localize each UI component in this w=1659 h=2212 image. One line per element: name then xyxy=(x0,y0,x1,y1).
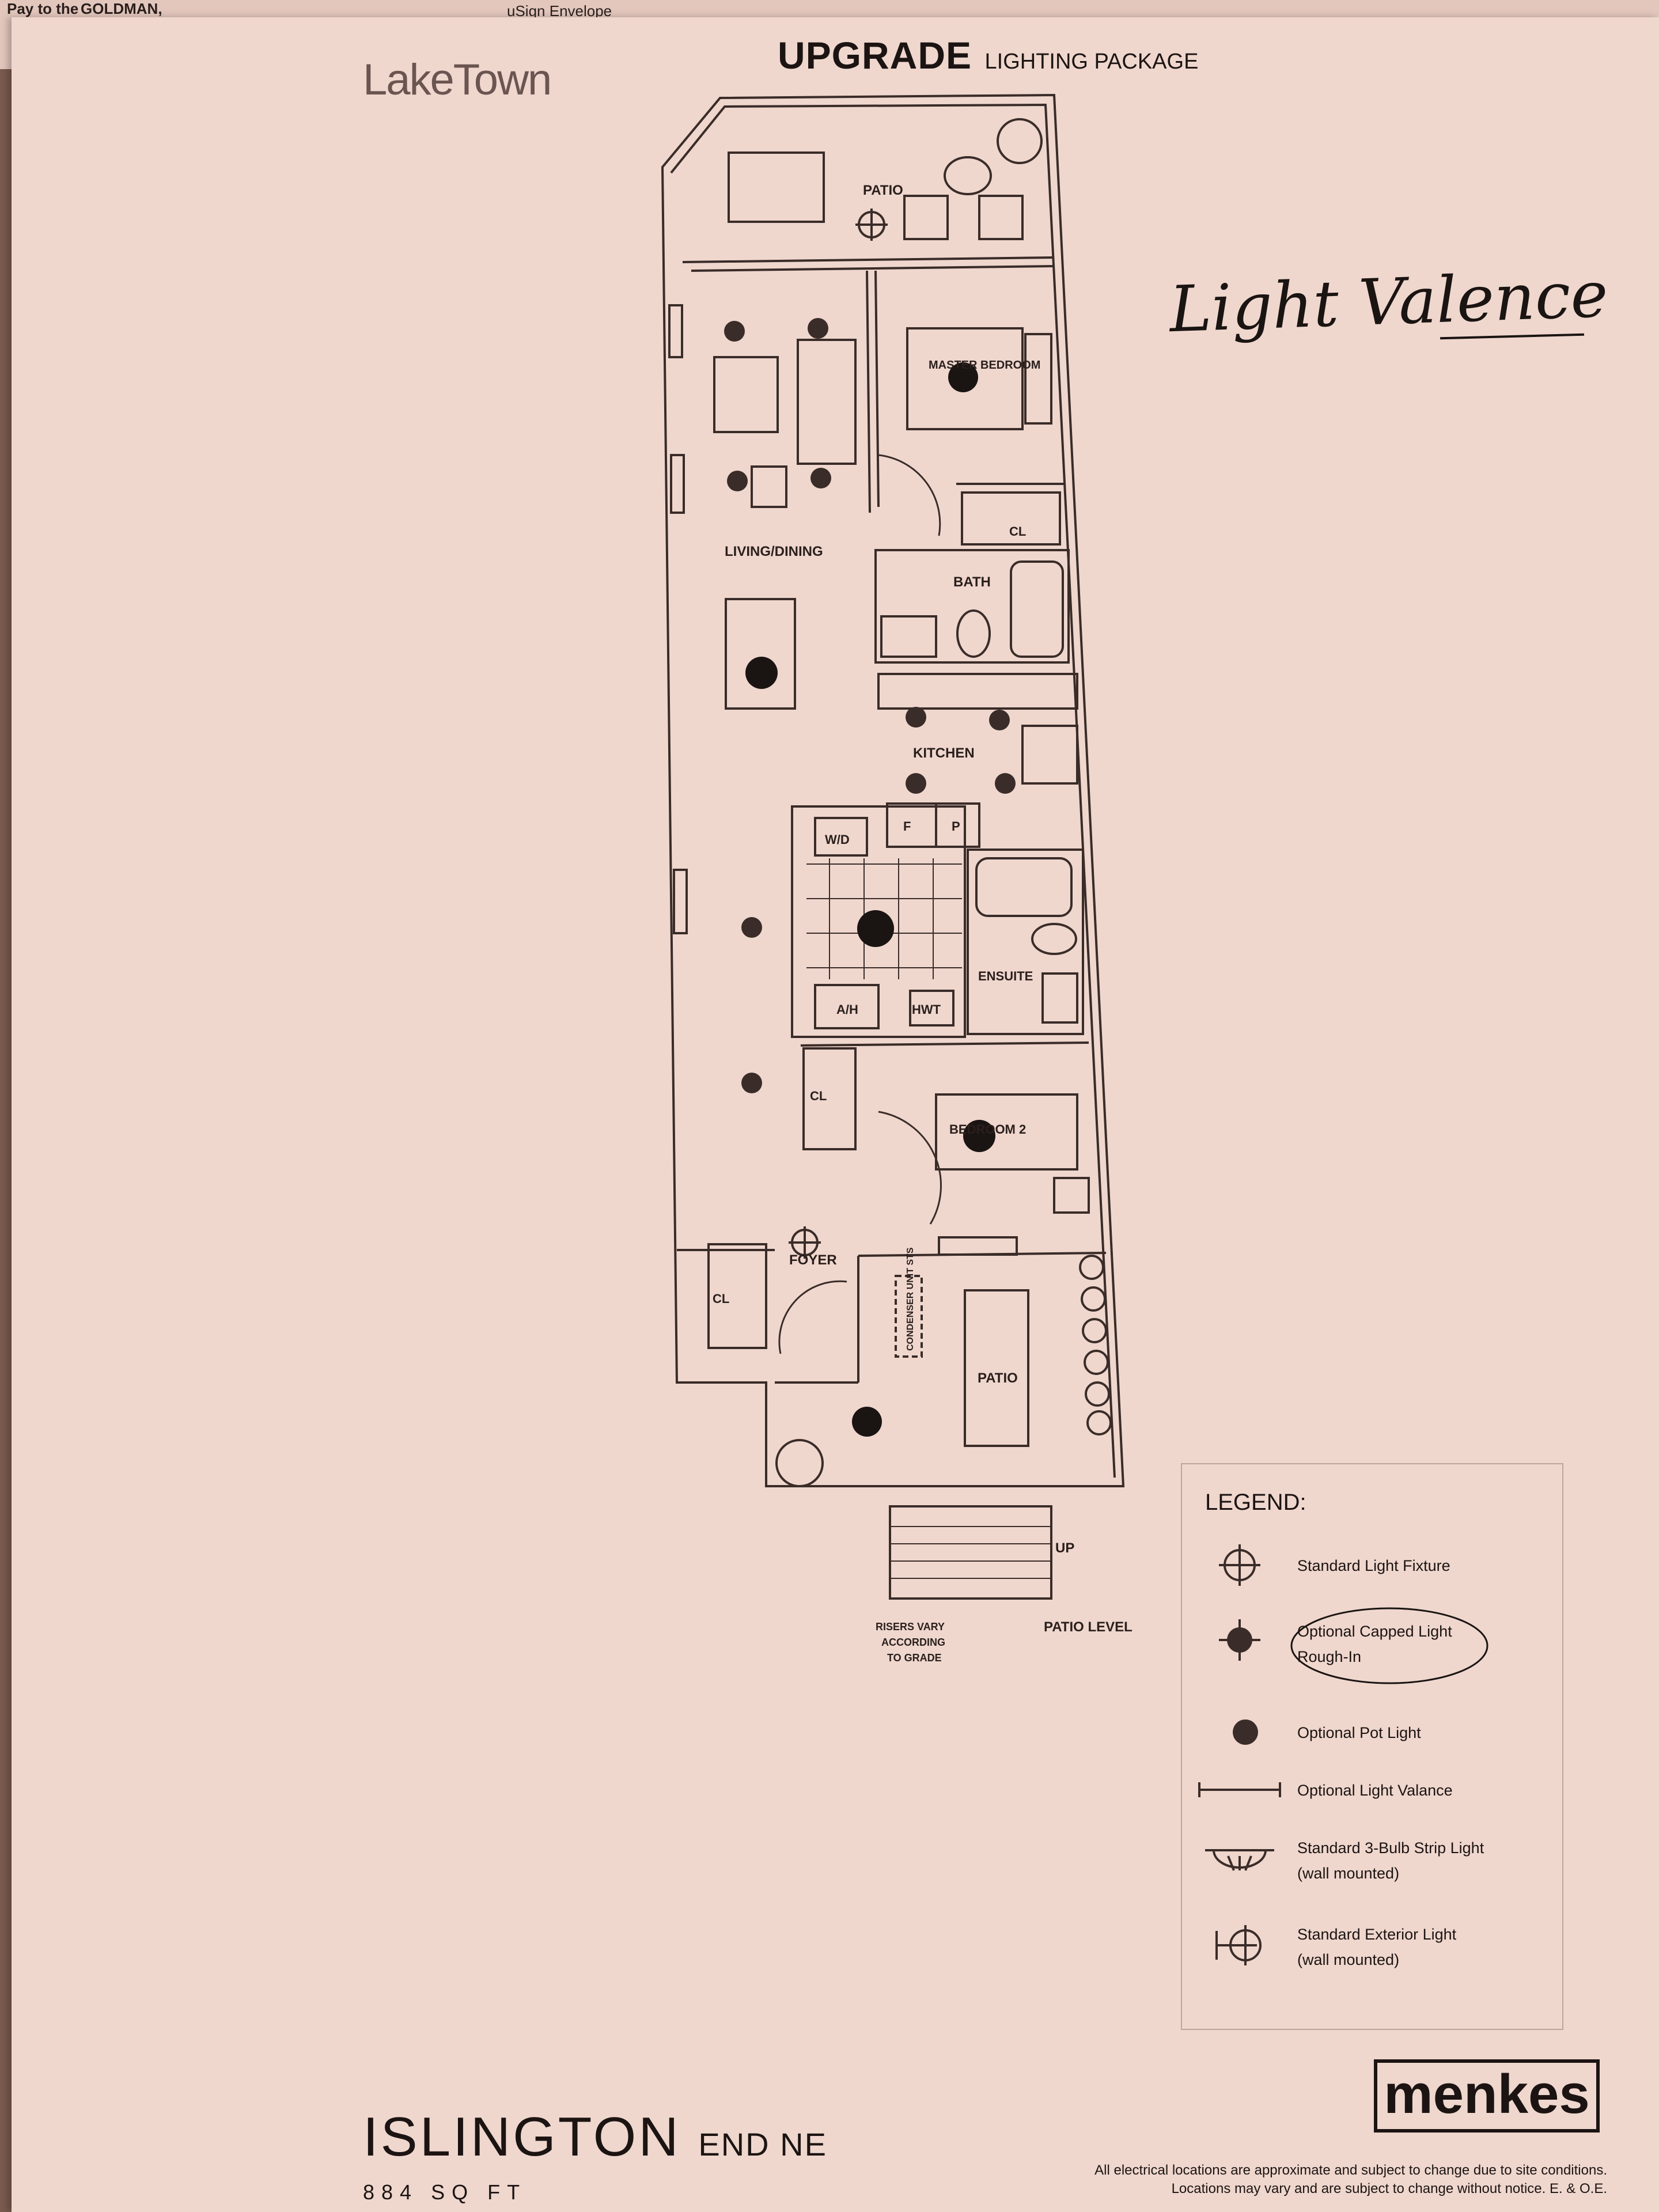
label-master: MASTER BEDROOM xyxy=(929,359,1040,372)
circled-annotation xyxy=(1290,1607,1488,1684)
menkes-logo: menkes xyxy=(1374,2059,1600,2133)
label-bath: BATH xyxy=(953,574,991,590)
legend-label-strip-light: Standard 3-Bulb Strip Light (wall mounte… xyxy=(1297,1835,1484,1886)
legend-item-standard-fixture: Standard Light Fixture xyxy=(1211,1539,1556,1603)
pot-light-icon xyxy=(1233,1719,1258,1745)
exterior-light-icon xyxy=(1215,1925,1262,1965)
label-closet-bedroom2: CL xyxy=(810,1089,827,1103)
light-valance-icon xyxy=(1198,1782,1281,1797)
label-closet-master: CL xyxy=(1009,524,1026,539)
label-washer-dryer: W/D xyxy=(825,832,850,847)
label-risers-2: ACCORDING xyxy=(881,1637,945,1648)
legend-label-light-valance: Optional Light Valance xyxy=(1297,1782,1453,1799)
under-text-name: GOLDMAN, xyxy=(81,0,162,17)
floor-plan-sheet xyxy=(12,17,1659,2212)
pot-lights xyxy=(724,318,1016,1093)
standard-light-fixture-icon xyxy=(1219,1544,1260,1586)
capped-lights xyxy=(745,362,995,1437)
legend-strip-line1: Standard 3-Bulb Strip Light xyxy=(1297,1839,1484,1857)
legend: LEGEND: Standard Light Fixture Optional … xyxy=(1181,1463,1563,2030)
legend-item-strip-light: Standard 3-Bulb Strip Light (wall mounte… xyxy=(1205,1833,1556,1896)
label-risers-3: TO GRADE xyxy=(887,1652,942,1664)
legend-exterior-line1: Standard Exterior Light xyxy=(1297,1926,1457,1943)
model-name-suffix: END NE xyxy=(698,2126,827,2162)
disclaimer-line1: All electrical locations are approximate… xyxy=(1094,2162,1607,2178)
legend-item-capped-light: Optional Capped Light Rough-In xyxy=(1211,1607,1556,1684)
legend-strip-line2: (wall mounted) xyxy=(1297,1865,1400,1882)
shrub-column xyxy=(1079,1255,1112,1435)
label-patio-level: PATIO LEVEL xyxy=(1044,1619,1132,1635)
capped-light-icon xyxy=(1219,1619,1260,1661)
laketown-logo: LakeTown xyxy=(363,55,552,104)
building-outline xyxy=(661,93,1125,1487)
under-text-left: Pay to the xyxy=(7,0,79,17)
label-hot-water-tank: HWT xyxy=(912,1002,941,1017)
legend-capped-line2: Rough-In xyxy=(1297,1648,1362,1665)
legend-label-pot-light: Optional Pot Light xyxy=(1297,1724,1421,1741)
label-risers-1: RISERS VARY xyxy=(876,1621,945,1633)
strip-light-icon xyxy=(1205,1849,1274,1871)
label-patio-bottom: PATIO xyxy=(978,1370,1018,1386)
legend-label-standard-fixture: Standard Light Fixture xyxy=(1297,1557,1450,1574)
disclaimer-line2: Locations may vary and are subject to ch… xyxy=(1171,2181,1607,2196)
title-upgrade: UPGRADE xyxy=(778,34,972,77)
label-pantry: P xyxy=(952,819,960,834)
label-foyer: FOYER xyxy=(789,1252,837,1268)
legend-capped-line1: Optional Capped Light xyxy=(1297,1623,1452,1640)
title-lighting-package: LIGHTING PACKAGE xyxy=(984,50,1199,74)
label-closet-foyer: CL xyxy=(713,1291,729,1306)
model-name: ISLINGTON END NE xyxy=(363,2105,827,2169)
label-fridge: F xyxy=(903,819,911,834)
label-bedroom-2: BEDROOM 2 xyxy=(949,1122,1026,1137)
square-footage: 884 SQ FT xyxy=(363,2180,527,2204)
label-living-dining: LIVING/DINING xyxy=(725,544,823,559)
standard-fixtures xyxy=(789,209,888,1259)
legend-item-light-valance: Optional Light Valance xyxy=(1198,1764,1556,1827)
label-up: UP xyxy=(1055,1540,1074,1556)
disclaimer: All electrical locations are approximate… xyxy=(1014,2161,1607,2198)
page-title: UPGRADE LIGHTING PACKAGE xyxy=(778,33,1198,77)
label-ensuite: ENSUITE xyxy=(978,969,1033,983)
legend-item-exterior-light: Standard Exterior Light (wall mounted) xyxy=(1211,1919,1556,1983)
label-condenser: CONDENSER UNIT STS xyxy=(906,1247,915,1351)
legend-label-exterior-light: Standard Exterior Light (wall mounted) xyxy=(1297,1922,1456,1972)
model-name-main: ISLINGTON xyxy=(363,2106,681,2168)
label-air-handler: A/H xyxy=(836,1002,858,1017)
building-inner-outline xyxy=(670,103,1116,1478)
label-patio-top: PATIO xyxy=(863,183,903,198)
legend-item-pot-light: Optional Pot Light xyxy=(1211,1706,1556,1770)
label-kitchen: KITCHEN xyxy=(913,745,975,761)
legend-exterior-line2: (wall mounted) xyxy=(1297,1951,1400,1968)
under-text-envelope: uSign Envelope xyxy=(507,2,612,20)
legend-title: LEGEND: xyxy=(1205,1490,1306,1515)
legend-label-capped-light: Optional Capped Light Rough-In xyxy=(1297,1619,1452,1669)
